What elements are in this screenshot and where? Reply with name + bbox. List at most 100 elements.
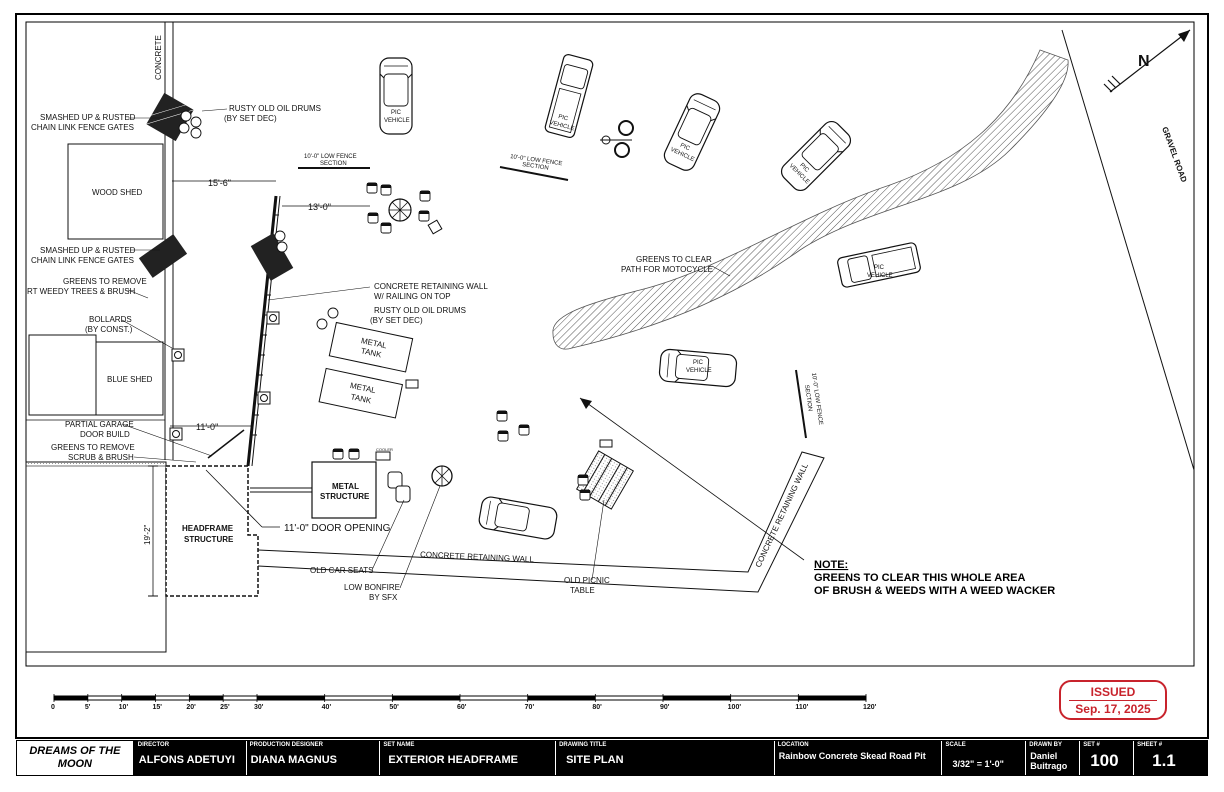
location-cell: LOCATION Rainbow Concrete Skead Road Pit	[775, 741, 943, 775]
scale-bar-label: 25'	[220, 704, 230, 711]
bollard	[169, 427, 183, 441]
scale-bar-label: 100'	[728, 704, 742, 711]
sheet-number-value: 1.1	[1152, 751, 1176, 770]
greens-clear-label: PATH FOR MOTOCYCLE	[621, 265, 713, 274]
low-bonfire-label: LOW BONFIRE	[344, 583, 400, 592]
pic-vehicle-1: PIC VEHICLE	[379, 57, 413, 135]
svg-text:VEHICLE: VEHICLE	[867, 273, 893, 279]
dim-19-2: 19'-2"	[143, 524, 152, 545]
old-car-seats	[387, 471, 411, 503]
svg-text:VEHICLE: VEHICLE	[384, 118, 410, 124]
chair-icon	[366, 182, 378, 194]
concrete-label: CONCRETE	[154, 35, 163, 80]
greens-remove-label: GREENS TO REMOVE	[63, 277, 147, 286]
gravel-road-label: GRAVEL ROAD	[1160, 126, 1188, 184]
retaining-wall-label: CONCRETE RETAINING WALL	[374, 282, 488, 291]
old-picnic-label: TABLE	[570, 586, 595, 595]
fence-gate-right	[250, 233, 294, 281]
production-title: DREAMS OF THE MOON	[17, 741, 135, 775]
bollards-label: (BY CONST.)	[85, 325, 133, 334]
director-cell: DIRECTOR ALFONS ADETUYI	[135, 741, 247, 775]
set-name-cell: SET NAME EXTERIOR HEADFRAME	[380, 741, 557, 775]
drawing-title-caption: DRAWING TITLE	[559, 742, 607, 748]
chair-icon	[497, 430, 509, 442]
designer-value: DIANA MAGNUS	[250, 754, 337, 766]
director-value: ALFONS ADETUYI	[138, 754, 235, 766]
scale-bar-label: 15'	[153, 704, 163, 711]
greens-remove-label: GREENS TO REMOVE	[51, 443, 135, 452]
svg-text:TANK: TANK	[350, 392, 373, 405]
scale-value: 3/32" = 1'-0"	[952, 759, 1004, 769]
scale-bar-label: 20'	[186, 704, 196, 711]
partial-garage-door	[207, 429, 245, 459]
cooler-icon	[427, 219, 443, 235]
designer-cell: PRODUCTION DESIGNER DIANA MAGNUS	[247, 741, 381, 775]
scale-bar-label: 110'	[795, 704, 808, 711]
fire-pit-icon	[388, 198, 412, 222]
drawn-by-cell: DRAWN BY Daniel Buitrago	[1026, 741, 1081, 775]
north-arrow-icon: N	[1103, 29, 1191, 93]
scale-bar-label: 5'	[85, 704, 91, 711]
dim-11-0: 11'-0"	[196, 422, 218, 432]
oil-drums-lower	[316, 307, 339, 330]
north-label: N	[1138, 53, 1150, 70]
svg-text:PIC: PIC	[679, 143, 691, 153]
svg-text:VEHICLE: VEHICLE	[686, 368, 712, 374]
designer-caption: PRODUCTION DESIGNER	[249, 742, 323, 748]
scale-bar-segment	[798, 696, 866, 700]
scale-bar-segment	[527, 696, 596, 700]
blue-shed-label: BLUE SHED	[107, 375, 153, 384]
motorcycle-path	[552, 49, 1069, 350]
pic-vehicle-5: PIC VEHICLE	[836, 241, 922, 289]
smashed-gates-label: CHAIN LINK FENCE GATES	[31, 256, 134, 265]
set-name-caption: SET NAME	[383, 742, 415, 748]
scale-caption: SCALE	[945, 742, 966, 748]
smashed-gates-label: SMASHED UP & RUSTED	[40, 113, 136, 122]
note-line-2: OF BRUSH & WEEDS WITH A WEED WACKER	[814, 585, 1055, 597]
site-note: NOTE: GREENS TO CLEAR THIS WHOLE AREA OF…	[579, 397, 1055, 597]
low-fence-section-2	[499, 166, 569, 181]
svg-text:PIC: PIC	[874, 265, 885, 271]
concrete-wall-diag-label: CONCRETE RETAINING WALL	[754, 461, 810, 568]
scale-bar-label: 0	[51, 704, 55, 711]
low-fence-label: 10'-0" LOW FENCE	[810, 372, 823, 425]
oil-drums-label: (BY SET DEC)	[224, 114, 277, 123]
dim-15-6: 15'-6"	[208, 178, 231, 188]
scale-bar-label: 90'	[660, 704, 670, 711]
chair-icon	[367, 212, 379, 224]
scale-bar-label: 50'	[389, 704, 399, 711]
cooler-icon	[375, 451, 391, 461]
metal-structure-label-line2: STRUCTURE	[320, 492, 370, 501]
partial-garage-label: DOOR BUILD	[80, 430, 130, 439]
chair-icon	[518, 424, 530, 436]
retaining-wall-label: W/ RAILING ON TOP	[374, 292, 451, 301]
chair-icon	[348, 448, 360, 460]
drawing-border	[25, 21, 1195, 667]
low-fence-label: SECTION	[522, 162, 549, 172]
cooler-label: COOLER	[376, 447, 393, 452]
smashed-gates-label: SMASHED UP & RUSTED	[40, 246, 136, 255]
pic-vehicle-4: PIC VEHICLE	[777, 117, 855, 195]
set-number-caption: SET #	[1083, 742, 1100, 748]
greens-remove-label: RT WEEDY TREES & BRUSH	[27, 287, 136, 296]
set-number-cell: SET # 100	[1080, 741, 1135, 775]
blue-shed	[95, 341, 164, 416]
low-fence-label: SECTION	[320, 161, 347, 167]
sheet-border	[15, 13, 1209, 739]
scale-bar-segment	[663, 696, 731, 700]
note-title: NOTE:	[814, 559, 848, 571]
location-value: Rainbow Concrete Skead Road Pit	[778, 751, 926, 761]
issued-stamp: ISSUED Sep. 17, 2025	[1059, 680, 1167, 720]
note-line-1: GREENS TO CLEAR THIS WHOLE AREA	[814, 572, 1026, 584]
scale-bar-label: 10'	[119, 704, 129, 711]
drawn-by-caption: DRAWN BY	[1029, 742, 1062, 748]
oil-drums-label: RUSTY OLD OIL DRUMS	[229, 104, 321, 113]
vehicle-lower	[477, 495, 559, 541]
svg-text:PIC: PIC	[798, 162, 810, 174]
cooler-icon	[599, 439, 613, 448]
smashed-gates-label: CHAIN LINK FENCE GATES	[31, 123, 134, 132]
chair-icon	[579, 489, 591, 501]
pic-vehicle-3: PIC VEHICLE	[660, 90, 724, 174]
